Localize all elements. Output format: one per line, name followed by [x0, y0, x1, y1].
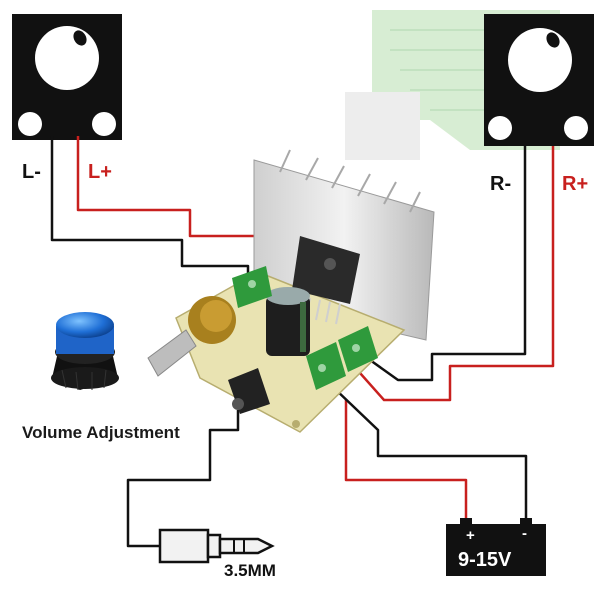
wire-power-minus — [333, 387, 528, 524]
wire-audio-input — [126, 410, 240, 548]
left-plus-label: L+ — [88, 161, 112, 183]
wire-left-minus — [50, 136, 250, 280]
battery-icon — [446, 518, 546, 576]
audio-plug-icon — [158, 528, 275, 564]
right-speaker-terminal — [484, 14, 594, 146]
amplifier-board — [147, 149, 435, 433]
wire-left-plus — [76, 136, 264, 270]
volume-adjustment-label: Volume Adjustment — [22, 423, 180, 442]
right-plus-label: R+ — [562, 173, 589, 195]
wire-power-plus — [344, 400, 468, 524]
voltage-label: 9-15V — [458, 549, 512, 571]
wire-right-minus — [369, 146, 527, 382]
wires — [50, 136, 555, 548]
volume-knob — [51, 312, 119, 391]
battery-minus-label: - — [522, 525, 527, 542]
right-minus-label: R- — [490, 173, 512, 195]
left-minus-label: L- — [22, 161, 41, 183]
left-speaker-terminal — [12, 14, 122, 140]
wire-right-plus — [351, 146, 555, 402]
battery-plus-label: + — [466, 527, 475, 544]
jack-size-label: 3.5MM — [224, 561, 276, 580]
